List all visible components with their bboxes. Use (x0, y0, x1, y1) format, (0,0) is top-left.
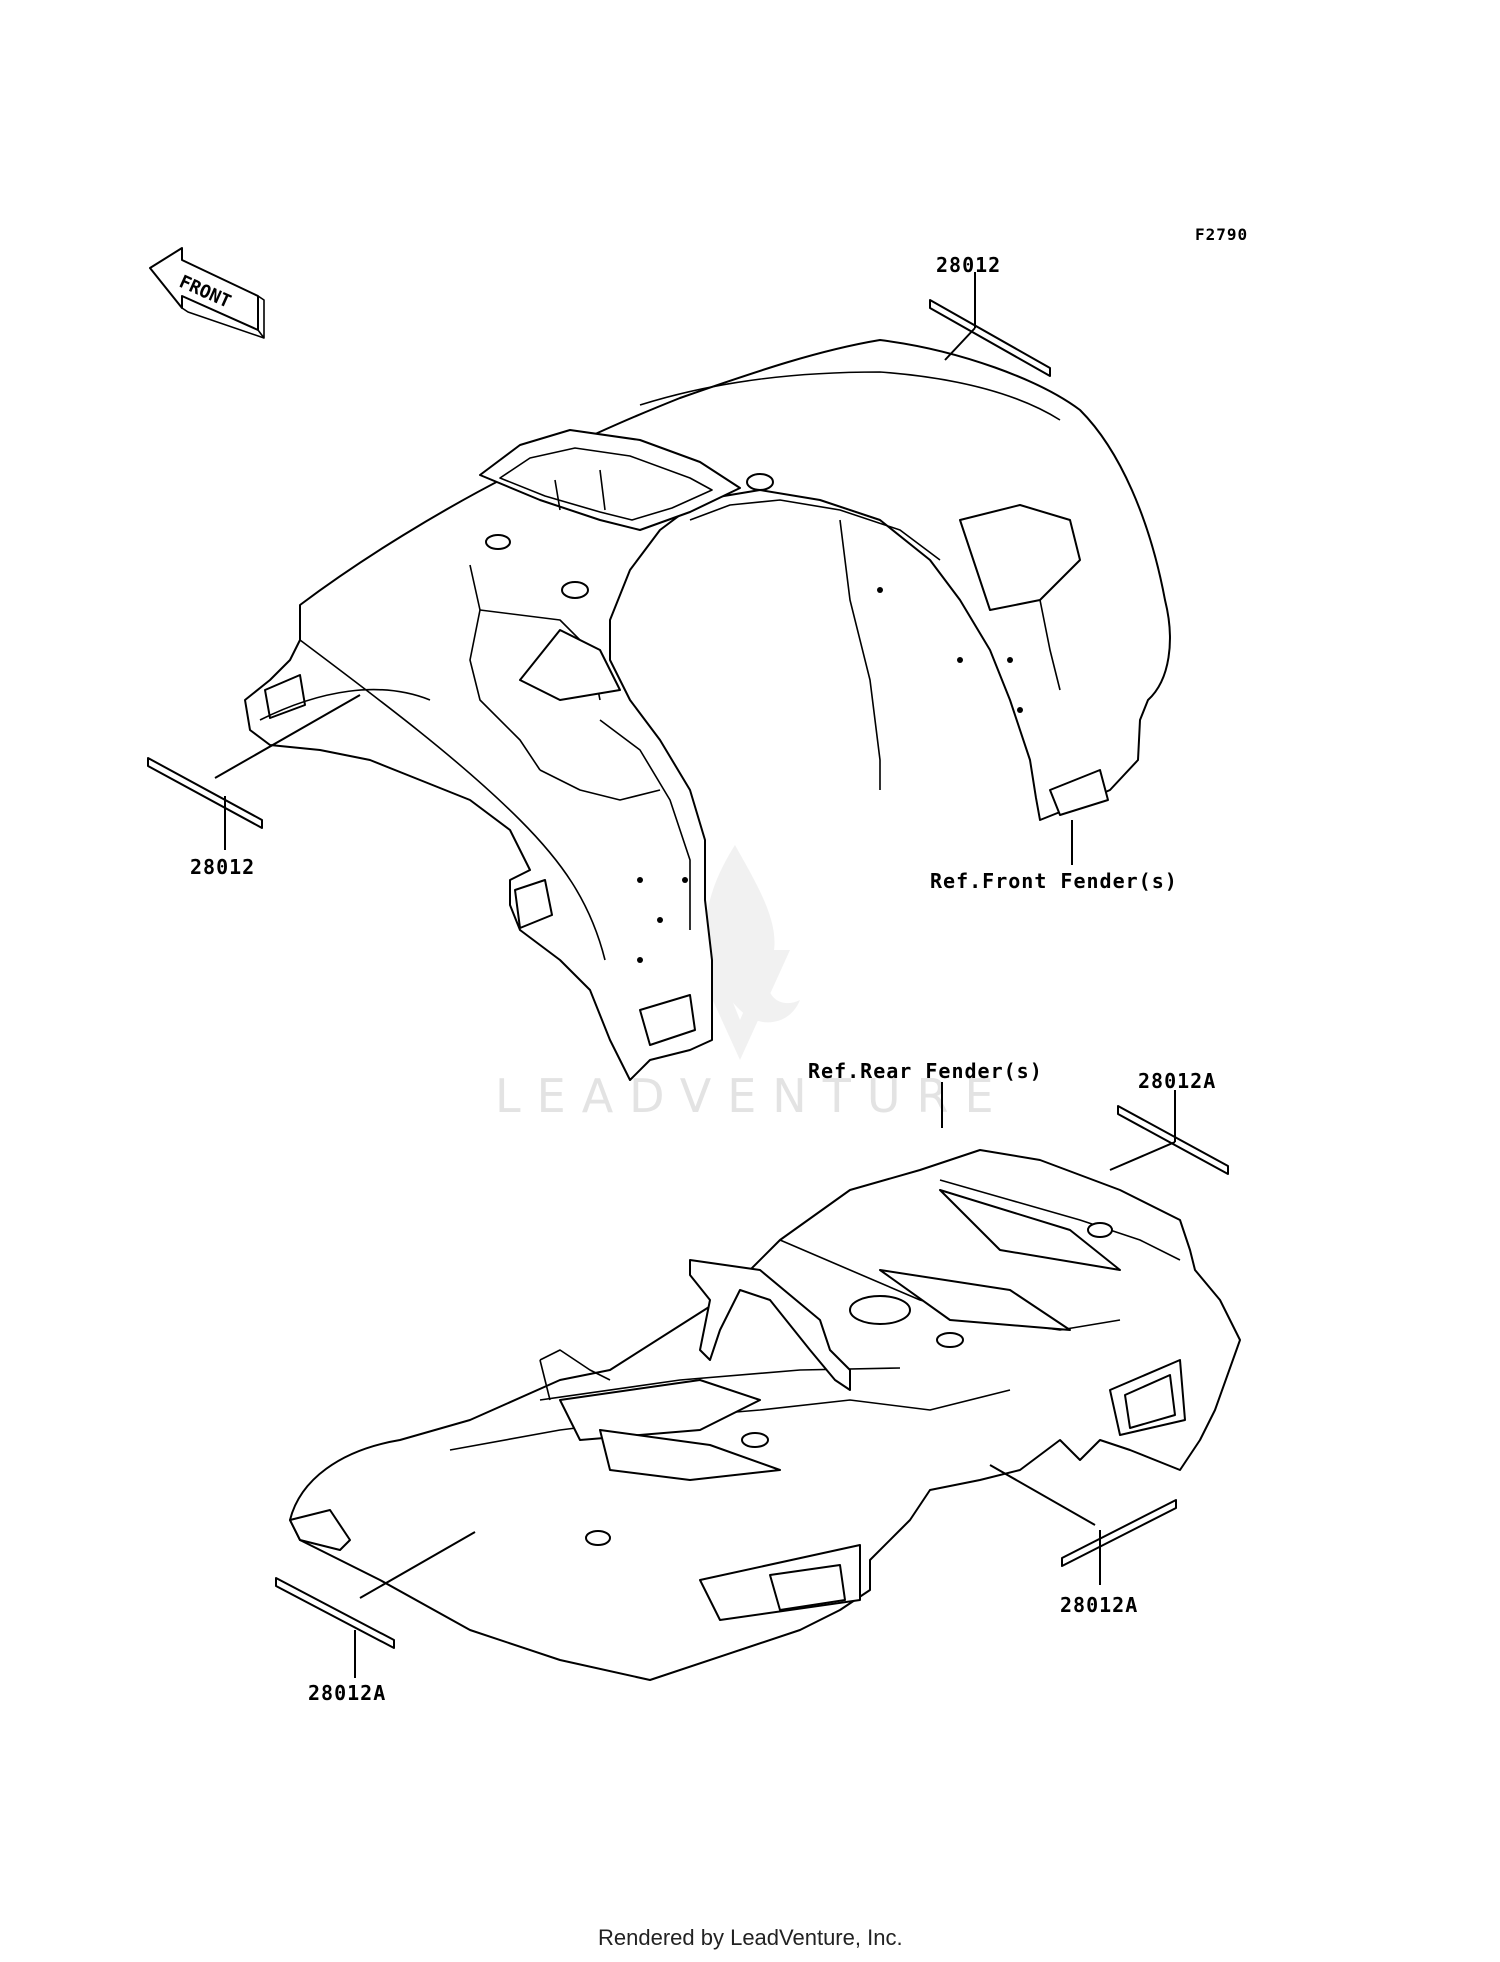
rear-fender-ref-label: Ref.Rear Fender(s) (808, 1059, 1043, 1083)
watermark-text: LEADVENTURE (495, 1069, 1010, 1123)
rear-left-decal-label: 28012A (308, 1681, 386, 1705)
front-fender-ref: Ref.Front Fender(s) (930, 820, 1178, 893)
rear-top-decal: 28012A (1109, 1069, 1229, 1175)
rear-fender (289, 1149, 1241, 1681)
rear-right-decal: 28012A (989, 1464, 1177, 1617)
rear-right-decal-label: 28012A (1060, 1593, 1138, 1617)
front-left-decal-label: 28012 (190, 855, 255, 879)
rear-top-decal-label: 28012A (1138, 1069, 1216, 1093)
front-left-decal: 28012 (147, 694, 361, 879)
footer-credit: Rendered by LeadVenture, Inc. (598, 1925, 903, 1950)
front-arrow-icon: FRONT (149, 247, 265, 339)
rear-left-decal: 28012A (275, 1531, 476, 1705)
figure-code: F2790 (1195, 225, 1248, 244)
front-fender (244, 339, 1171, 1081)
front-fender-ref-label: Ref.Front Fender(s) (930, 869, 1178, 893)
rear-fender-ref: Ref.Rear Fender(s) (808, 1059, 1043, 1128)
front-right-decal: 28012 (929, 253, 1051, 377)
front-right-decal-label: 28012 (936, 253, 1001, 277)
watermark: LEADVENTURE (495, 845, 1010, 1123)
watermark-logo-icon (690, 845, 800, 1060)
